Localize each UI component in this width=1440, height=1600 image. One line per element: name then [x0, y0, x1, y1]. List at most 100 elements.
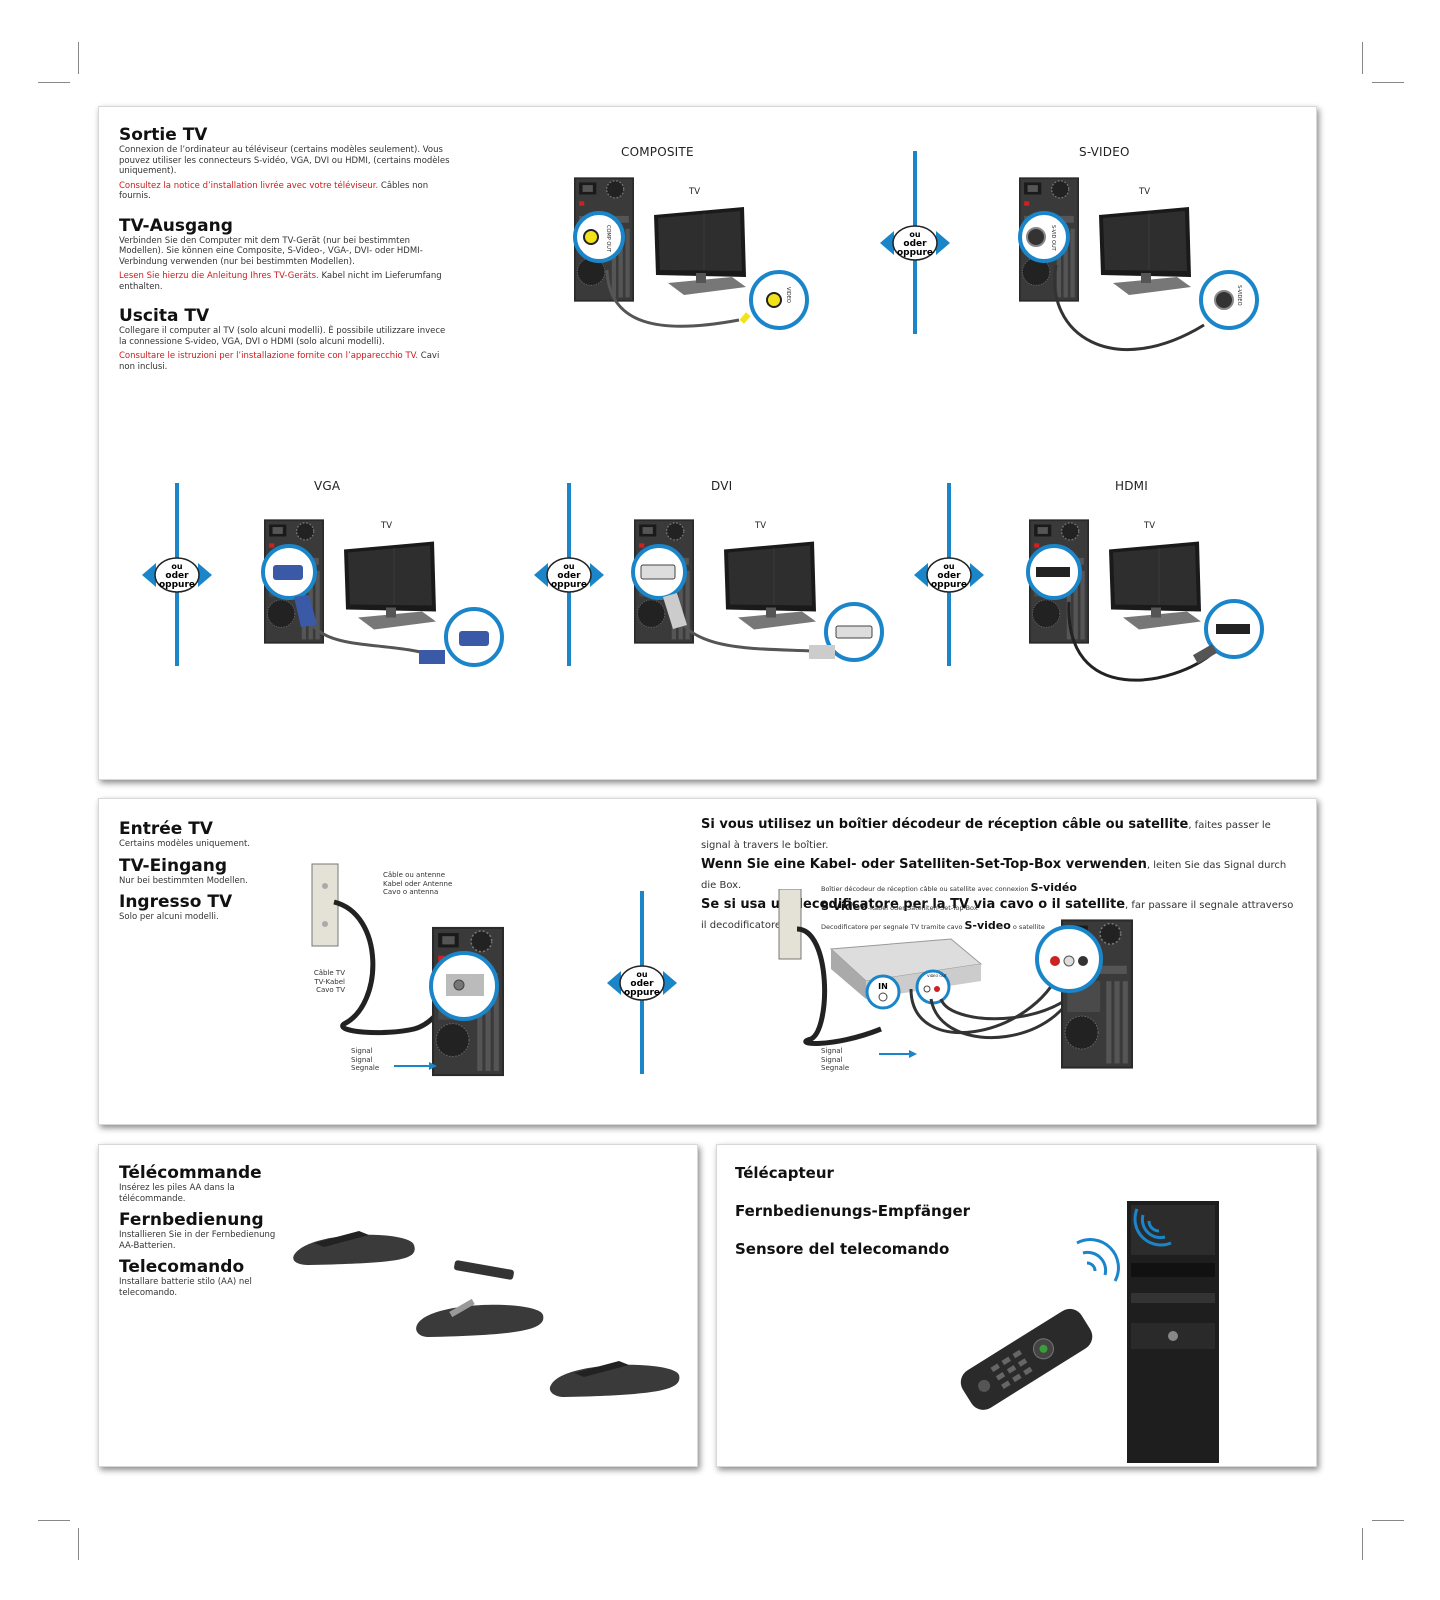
or-text-1: ou [563, 562, 574, 571]
label-line: Cavo o antenna [383, 888, 439, 896]
section-body: Installieren Sie in der Fernbedienung AA… [119, 1230, 276, 1251]
remote-text: Télécommande Insérez les piles AA dans l… [119, 1163, 279, 1298]
bold-part: Si vous utilisez un boîtier décodeur de … [701, 817, 1189, 832]
remote-sensor-text: Télécapteur Fernbedienungs-Empfänger Sen… [735, 1163, 970, 1259]
or-text-3: oppure [624, 988, 660, 998]
section-body: Certains modèles uniquement. [119, 839, 250, 849]
hdmi-diagram [1026, 518, 1264, 682]
section-heading: Télécommande [119, 1163, 262, 1183]
crop-mark [1372, 82, 1404, 83]
or-text-1: ou [909, 230, 920, 239]
remote-battery-illustration [293, 1231, 680, 1397]
or-text-2: oder [937, 571, 961, 581]
tv-output-text: Sortie TV Connexion de l’ordinateur au t… [119, 125, 454, 372]
tv-port-text: S-VIDEO [1236, 285, 1242, 306]
sensor-waves-icon [1133, 1208, 1172, 1247]
crop-mark [1362, 1528, 1363, 1560]
section-heading: Télécapteur [735, 1164, 834, 1182]
diagram-label-hdmi: HDMI [1115, 479, 1148, 493]
section-heading: Uscita TV [119, 306, 210, 326]
crop-mark [1362, 42, 1363, 74]
note-black: Kabel nicht im Lieferumfang enthalten. [119, 271, 442, 292]
dvi-diagram [631, 518, 884, 662]
box-out-text: VIDEO OUT [927, 974, 948, 978]
or-badge: ou oder oppure [914, 557, 984, 593]
or-text-2: oder [903, 239, 927, 249]
cable-antenna-labels: Câble ou antenne Kabel oder Antenne Cavo… [383, 871, 452, 897]
tv-cable-labels: Câble TV TV-Kabel Cavo TV [307, 969, 345, 995]
or-badge: ou oder oppure [607, 965, 677, 1001]
or-text-3: oppure [897, 248, 933, 258]
or-badge: ou oder oppure [142, 557, 212, 593]
diagram-label-composite: COMPOSITE [621, 145, 694, 159]
label-line: Signal [351, 1047, 373, 1055]
label-line: Signal [821, 1055, 843, 1064]
tv-input-diagram [311, 863, 504, 1077]
box-label-line: Decodificatore per segnale TV tramite ca… [821, 917, 1077, 936]
diagram-label-svideo: S-VIDEO [1079, 145, 1130, 159]
or-text-2: oder [630, 979, 654, 989]
tv-input-text: Entrée TV Certains modèles uniquement. T… [119, 819, 319, 923]
label-line: Segnale [821, 1064, 850, 1072]
remote-sensor-illustration [960, 1201, 1219, 1463]
composite-diagram: COMP OUT VIDEO [573, 177, 809, 330]
pre: Boîtier décodeur de réception câble ou s… [821, 885, 1031, 893]
section-heading: Telecomando [119, 1257, 245, 1277]
label-line: Segnale [351, 1064, 380, 1072]
or-text-3: oppure [159, 580, 195, 590]
or-text-3: oppure [931, 580, 967, 590]
box-labels: Boîtier décodeur de réception câble ou s… [821, 879, 1077, 936]
section-heading: TV-Eingang [119, 855, 228, 876]
or-text-1: ou [636, 970, 647, 979]
or-text-2: oder [557, 571, 581, 581]
bold: S-video [964, 919, 1011, 932]
section-body: Collegare il computer al TV (solo alcuni… [119, 326, 446, 347]
signal-labels: Signal Signal Segnale [821, 1047, 849, 1073]
section-body: Nur bei bestimmten Modellen. [119, 875, 248, 886]
section-heading: Fernbedienung [119, 1210, 264, 1230]
or-badge: ou oder oppure [534, 557, 604, 593]
rest-part: , faites passer le signal à travers le b… [701, 820, 1271, 851]
section-heading: TV-Ausgang [119, 215, 233, 236]
bold: S-Video [821, 900, 868, 913]
tv-label: TV [689, 187, 701, 197]
remote-sensor-panel: Télécapteur Fernbedienungs-Empfänger Sen… [716, 1144, 1317, 1467]
section-body: Solo per alcuni modelli. [119, 912, 219, 922]
signal-labels: Signal Signal Segnale [351, 1047, 379, 1073]
section-note: Consultare le istruzioni per l’installaz… [119, 351, 454, 372]
tv-label: TV [381, 521, 393, 531]
note-black: Câbles non fournis. [119, 180, 429, 202]
section-heading: Sortie TV [119, 125, 208, 145]
crop-mark [78, 42, 79, 74]
section-note: Consultez la notice d’installation livré… [119, 181, 454, 202]
vga-diagram [261, 518, 504, 667]
label-line: Signal [821, 1047, 843, 1055]
or-text-2: oder [165, 571, 189, 581]
section-heading: Fernbedienungs-Empfänger [735, 1202, 971, 1220]
label-line: Cavo TV [316, 986, 345, 994]
note-black: Cavi non inclusi. [119, 351, 440, 372]
label-line: Signal [351, 1055, 373, 1064]
pc-port-text: COMP OUT [605, 225, 611, 253]
label-line: TV-Kabel [314, 977, 345, 986]
section-heading: Ingresso TV [119, 892, 233, 912]
section-body: Verbinden Sie den Computer mit dem TV-Ge… [119, 235, 423, 267]
tv-port-text: VIDEO [785, 287, 791, 303]
section-heading: Entrée TV [119, 819, 213, 839]
tv-output-panel: Sortie TV Connexion de l’ordinateur au t… [98, 106, 1317, 780]
or-text-3: oppure [551, 580, 587, 590]
bold: S-vidéo [1030, 881, 1077, 894]
box-in-text: IN [878, 982, 888, 991]
section-heading: Sensore del telecomando [735, 1240, 950, 1258]
crop-mark [38, 1520, 70, 1521]
section-body: Insérez les piles AA dans la télécommand… [119, 1183, 235, 1204]
remote-control [960, 1308, 1093, 1410]
remote-batteries-panel: Télécommande Insérez les piles AA dans l… [98, 1144, 698, 1467]
rest-part: , leiten Sie das Signal durch die Box. [701, 860, 1287, 891]
post: -Kabel oder Satelliten-Set-Top-Box [867, 904, 978, 912]
label-line: Kabel oder Antenne [383, 879, 453, 888]
box-label-line: S-Video-Kabel oder Satelliten-Set-Top-Bo… [821, 898, 1077, 917]
crop-mark [78, 1528, 79, 1560]
section-note: Lesen Sie hierzu die Anleitung Ihres TV-… [119, 271, 454, 292]
settop-line: Se si usa un decodificatore per la TV vi… [701, 895, 1301, 935]
